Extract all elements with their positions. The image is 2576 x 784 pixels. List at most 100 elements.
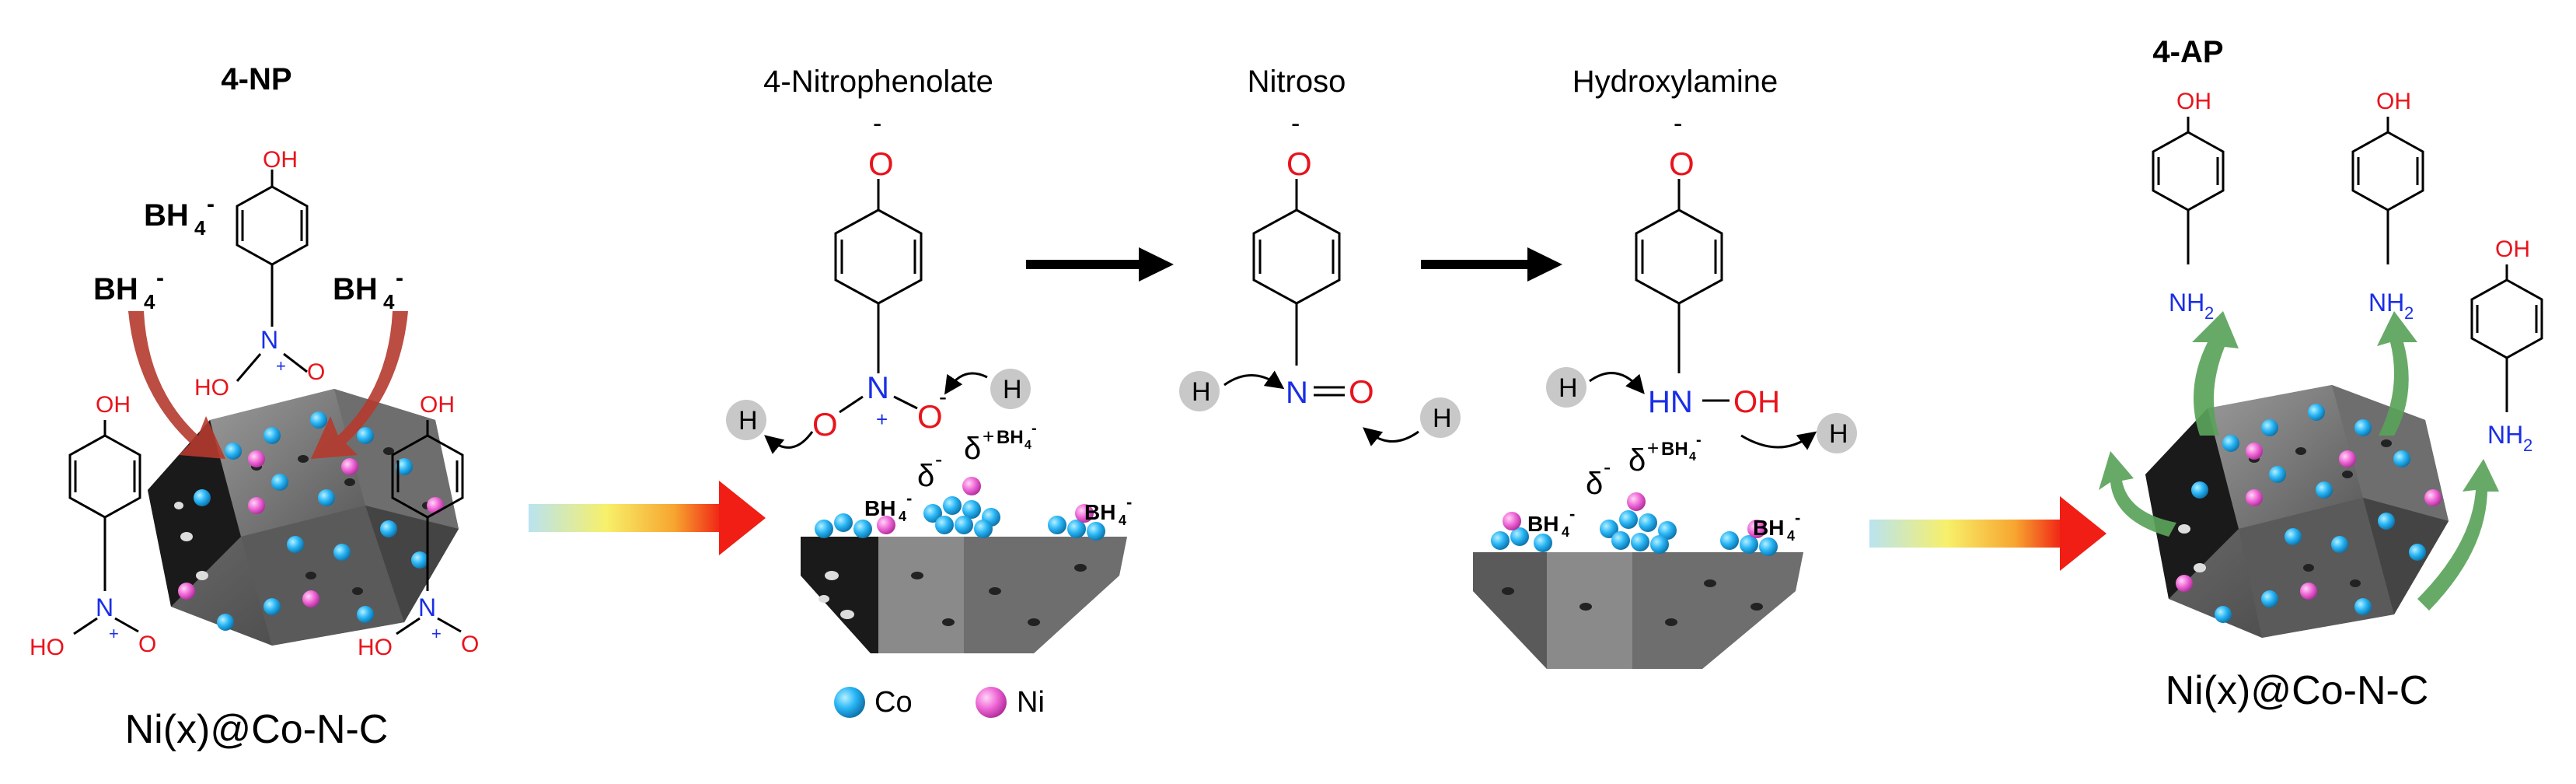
bh4-label-2: BH 4 - — [93, 265, 164, 313]
4-ap-molecule-3 — [2470, 264, 2543, 412]
minus-1: - — [873, 109, 881, 138]
svg-text:-: - — [1795, 508, 1800, 527]
catalyst-polyhedron-right — [2145, 385, 2449, 638]
svg-text:-: - — [906, 488, 912, 508]
o-label: O — [307, 359, 325, 385]
svg-text:-: - — [1569, 504, 1575, 523]
svg-text:BH: BH — [144, 198, 189, 233]
catalyst-label-left: Ni(x)@Co-N-C — [125, 707, 389, 752]
catalyst-bowl-2 — [1473, 492, 1803, 669]
left-panel: 4-NP — [30, 62, 479, 752]
catalyst-bowl-1 — [801, 477, 1127, 653]
4-np-molecule-right — [391, 420, 464, 635]
delta-minus-2: δ - — [1586, 455, 1611, 501]
red-arrow-right — [311, 311, 408, 459]
minus-2: - — [1291, 109, 1300, 138]
reactant-title: 4-NP — [221, 62, 291, 96]
svg-text:BH: BH — [997, 427, 1024, 448]
bh4-label-3: BH 4 - — [333, 265, 403, 313]
svg-text:-: - — [1696, 432, 1702, 449]
delta-minus-1: δ - — [917, 447, 942, 493]
svg-text:BH: BH — [1753, 516, 1784, 540]
minus-step1: - — [939, 384, 947, 410]
bh4-step3-b: BH 4 - — [1753, 508, 1800, 544]
oh-product-3: OH — [2495, 236, 2530, 262]
svg-text:-: - — [396, 265, 403, 291]
svg-text:+: + — [983, 425, 994, 448]
h-circle-2 — [990, 369, 1031, 409]
nh2-sub-1: 2 — [2204, 303, 2214, 323]
legend-co-label: Co — [874, 686, 913, 719]
ho-label: HO — [194, 375, 229, 401]
svg-text:-: - — [1126, 492, 1132, 512]
svg-text:4: 4 — [194, 216, 206, 240]
oh-hydroxylamine: OH — [1733, 385, 1780, 419]
svg-text:4: 4 — [1562, 524, 1569, 540]
oh-label: OH — [263, 147, 298, 173]
catalyst-polyhedron-left — [148, 389, 459, 646]
ho-label-left: HO — [30, 635, 65, 660]
4-np-molecule-left — [68, 420, 141, 635]
step1-panel: 4-Nitrophenolate O - N + O O - H H — [726, 65, 1132, 719]
n-nitroso: N — [1286, 376, 1308, 410]
o-step1-left: O — [812, 406, 838, 443]
oh-label-right: OH — [420, 392, 455, 418]
bh4-step1-a: BH 4 - — [864, 488, 912, 524]
h-label-3: H — [1192, 377, 1211, 407]
h-circle-4 — [1420, 397, 1461, 438]
bh4-step3-a: BH 4 - — [1527, 504, 1575, 540]
oh-product-1: OH — [2176, 89, 2211, 114]
step3-title: Hydroxylamine — [1572, 65, 1778, 99]
svg-text:BH: BH — [1661, 439, 1688, 460]
step2-panel: Nitroso O - N O H H — [1179, 65, 1461, 446]
step2-title: Nitroso — [1248, 65, 1346, 99]
o-label-left: O — [138, 632, 156, 657]
delta-plus-bh4-1: δ + BH 4 - — [964, 420, 1037, 466]
h-label-5: H — [1559, 373, 1578, 403]
svg-text:+: + — [1647, 436, 1659, 460]
h-label-2: H — [1003, 375, 1022, 404]
nh2-sub-2: 2 — [2404, 303, 2414, 323]
green-arrows — [2099, 311, 2499, 611]
o-step1-right: O — [917, 398, 943, 435]
bh4-label-1: BH 4 - — [144, 191, 215, 240]
plus-label-left: + — [109, 624, 119, 643]
svg-text:BH: BH — [1084, 500, 1115, 524]
o-minus-3: O — [1669, 145, 1695, 182]
h-label-6: H — [1829, 419, 1848, 449]
svg-text:4: 4 — [899, 509, 906, 524]
svg-text:4: 4 — [1119, 513, 1126, 528]
nh2-product-3: NH — [2487, 421, 2523, 449]
minus-3: - — [1674, 109, 1682, 138]
n-label: N — [260, 326, 278, 354]
step3-panel: Hydroxylamine O - HN OH H H — [1473, 65, 1857, 669]
svg-text:δ: δ — [917, 459, 934, 493]
h-label-1: H — [738, 406, 758, 436]
svg-text:-: - — [156, 265, 164, 291]
plus-label-right: + — [431, 624, 442, 643]
oh-product-2: OH — [2376, 89, 2411, 114]
o-label-right: O — [461, 632, 479, 657]
h-circle-3 — [1179, 371, 1220, 411]
4-ap-molecule-2 — [2351, 117, 2424, 264]
legend-co-swatch — [834, 687, 865, 718]
o-minus-1: O — [868, 145, 894, 182]
o-nitroso: O — [1349, 373, 1374, 410]
svg-text:4: 4 — [1024, 439, 1031, 452]
svg-text:BH: BH — [1527, 512, 1559, 536]
hn-label: HN — [1648, 385, 1693, 419]
red-arrow-left — [128, 311, 225, 459]
ho-label-right: HO — [358, 635, 393, 660]
bh4-step1-b: BH 4 - — [1084, 492, 1132, 528]
step1-title: 4-Nitrophenolate — [763, 65, 993, 99]
product-title: 4-AP — [2152, 35, 2223, 69]
h-circle-1 — [726, 400, 766, 440]
legend-ni-swatch — [976, 687, 1007, 718]
svg-text:BH: BH — [333, 272, 378, 306]
legend-ni-label: Ni — [1017, 686, 1045, 719]
svg-text:BH: BH — [864, 496, 895, 520]
svg-text:δ: δ — [1586, 467, 1603, 501]
right-panel: 4-AP — [2099, 35, 2543, 713]
nh2-product-1: NH — [2169, 289, 2204, 317]
